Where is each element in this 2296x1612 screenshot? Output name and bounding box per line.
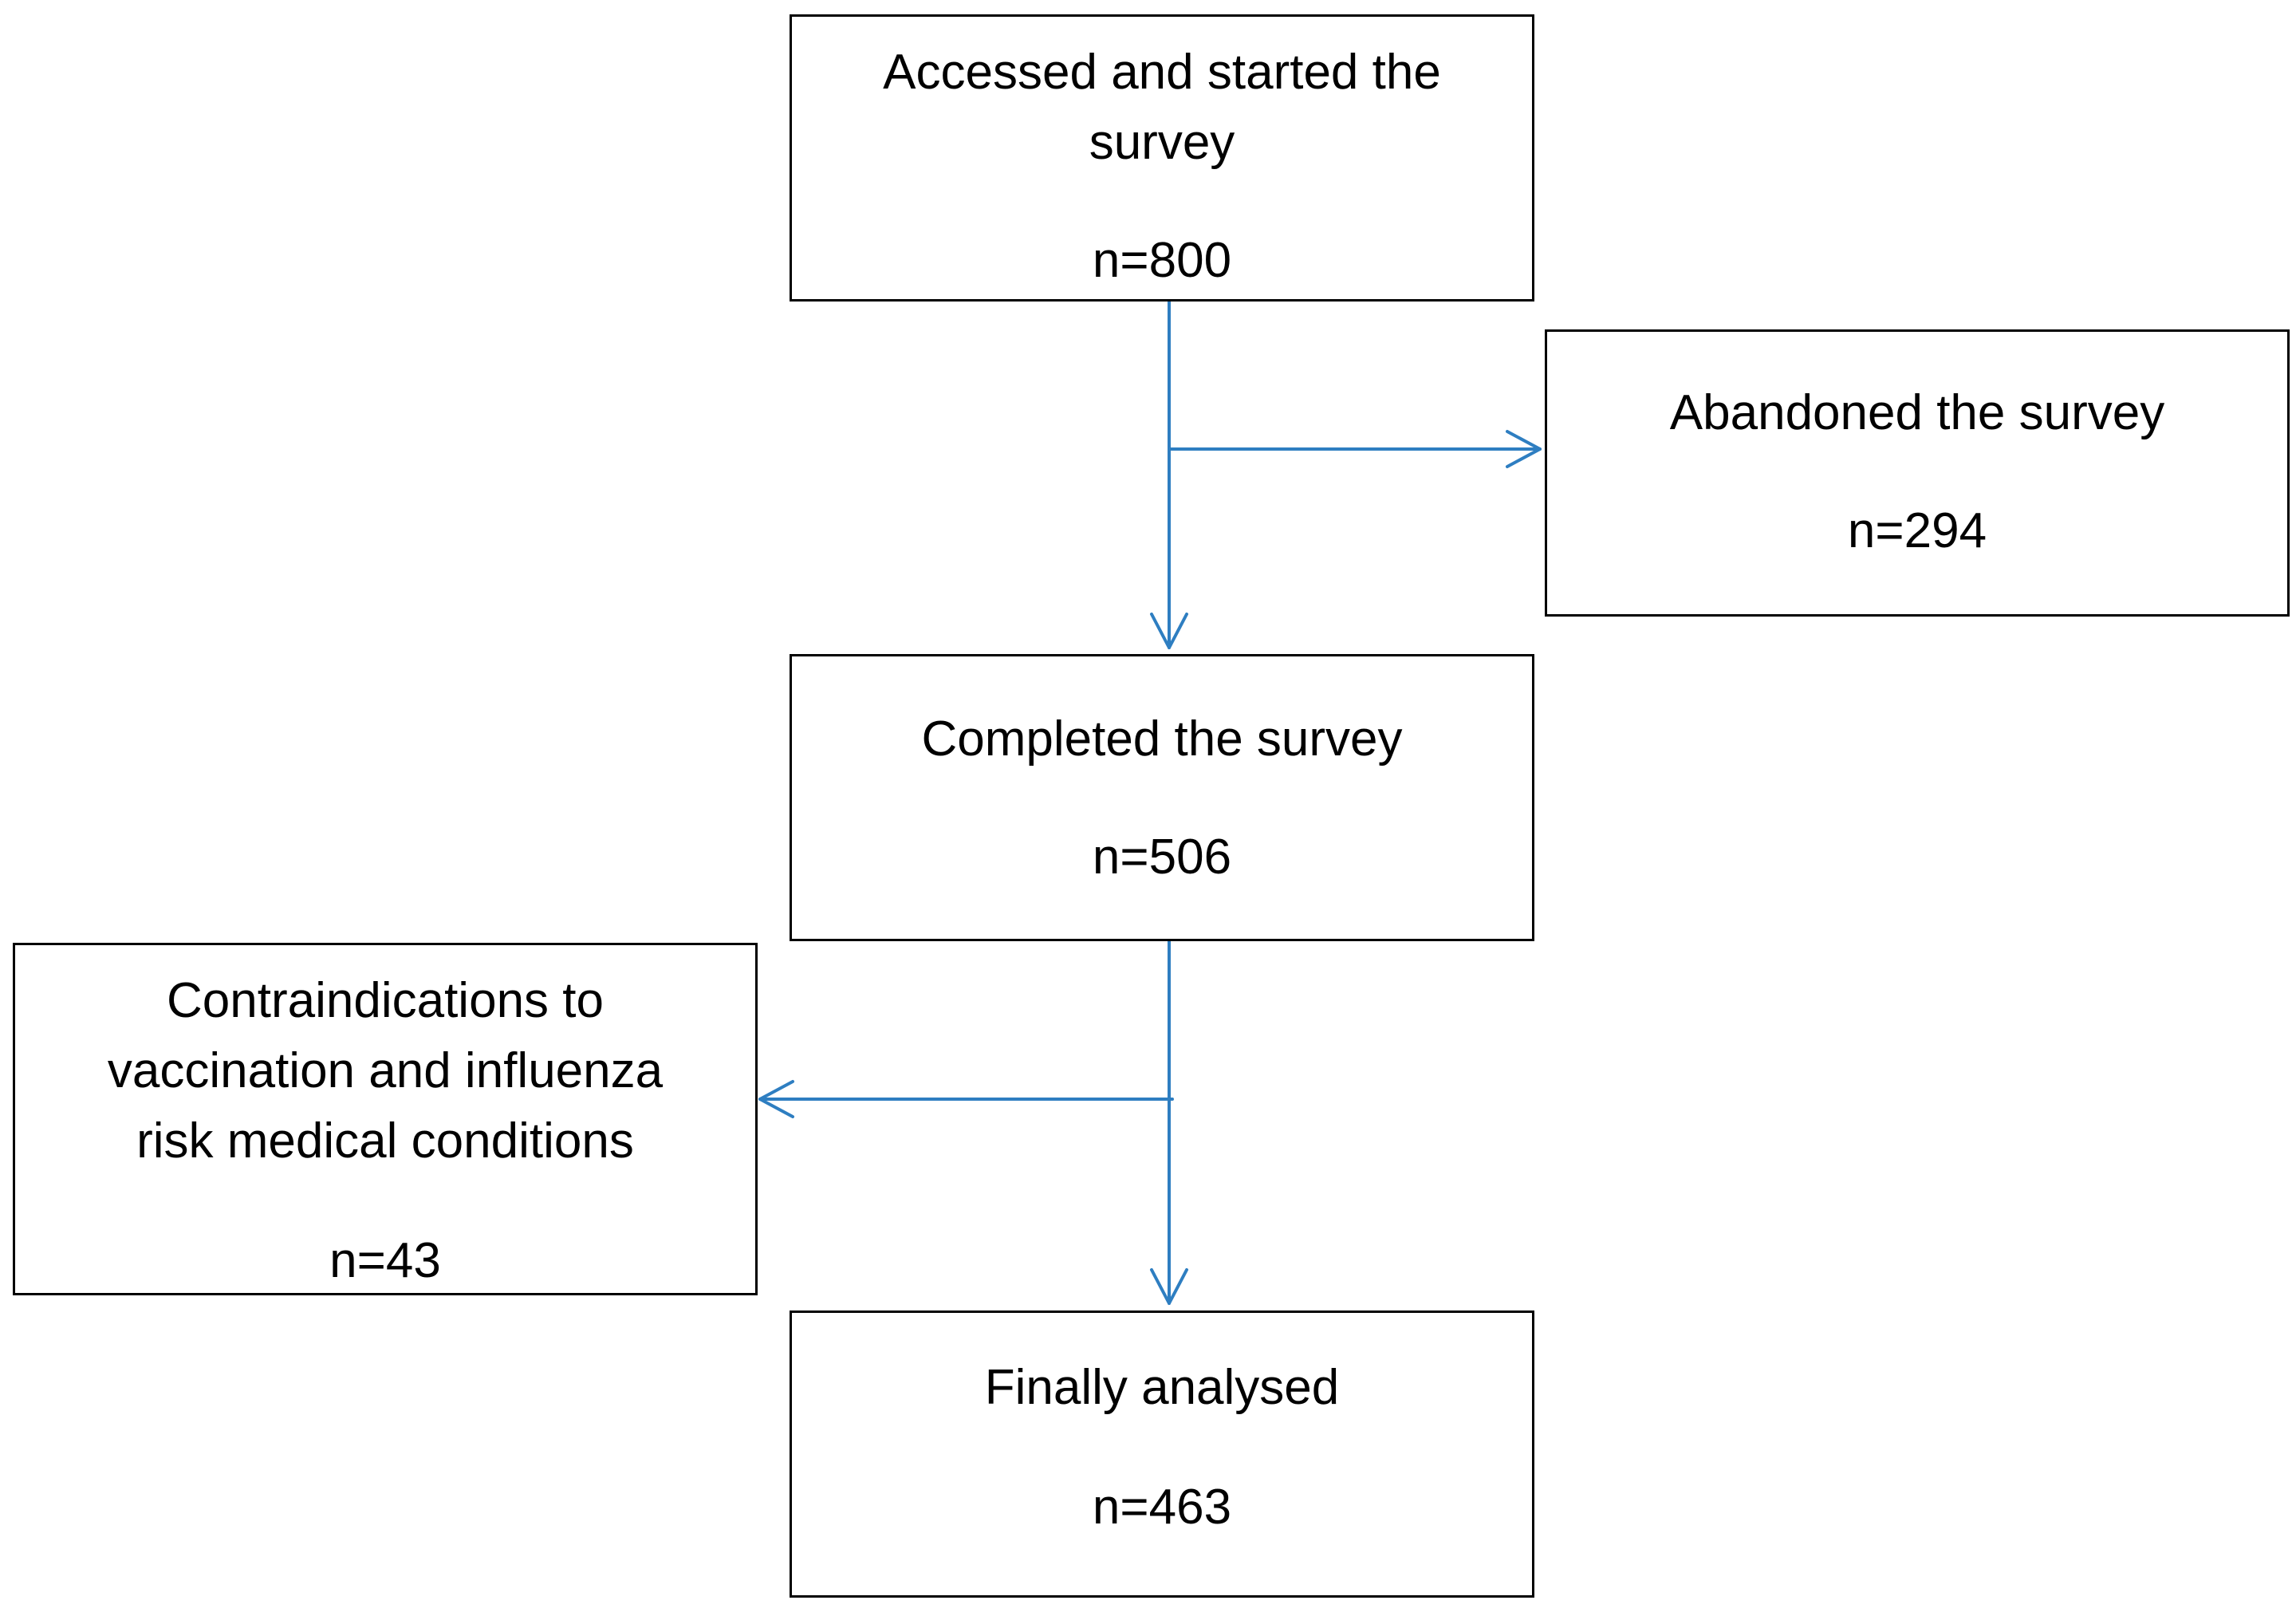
node-count: n=463 xyxy=(1092,1480,1232,1535)
node-count: n=506 xyxy=(1092,830,1232,885)
node-label: Abandoned the survey xyxy=(1669,385,2165,440)
arrowhead-to-contra xyxy=(758,1080,794,1118)
node-label: Contraindications to vaccination and inf… xyxy=(107,973,664,1169)
node-label: Finally analysed xyxy=(984,1360,1340,1415)
arrowhead-to-abandon xyxy=(1506,430,1542,468)
node-abandoned-survey: Abandoned the survey n=294 xyxy=(1545,329,2290,617)
node-started-survey: Accessed and started the survey n=800 xyxy=(790,14,1534,302)
node-label: Completed the survey xyxy=(921,711,1403,767)
arrowhead-to-complete xyxy=(1150,613,1188,649)
node-contraindications: Contraindications to vaccination and inf… xyxy=(13,943,758,1295)
node-finally-analysed: Finally analysed n=463 xyxy=(790,1310,1534,1598)
arrowhead-to-final xyxy=(1150,1268,1188,1305)
node-count: n=800 xyxy=(1092,233,1232,289)
node-completed-survey: Completed the survey n=506 xyxy=(790,654,1534,941)
node-count: n=294 xyxy=(1847,503,1987,559)
node-label: Accessed and started the survey xyxy=(883,45,1441,171)
node-count: n=43 xyxy=(329,1233,441,1289)
